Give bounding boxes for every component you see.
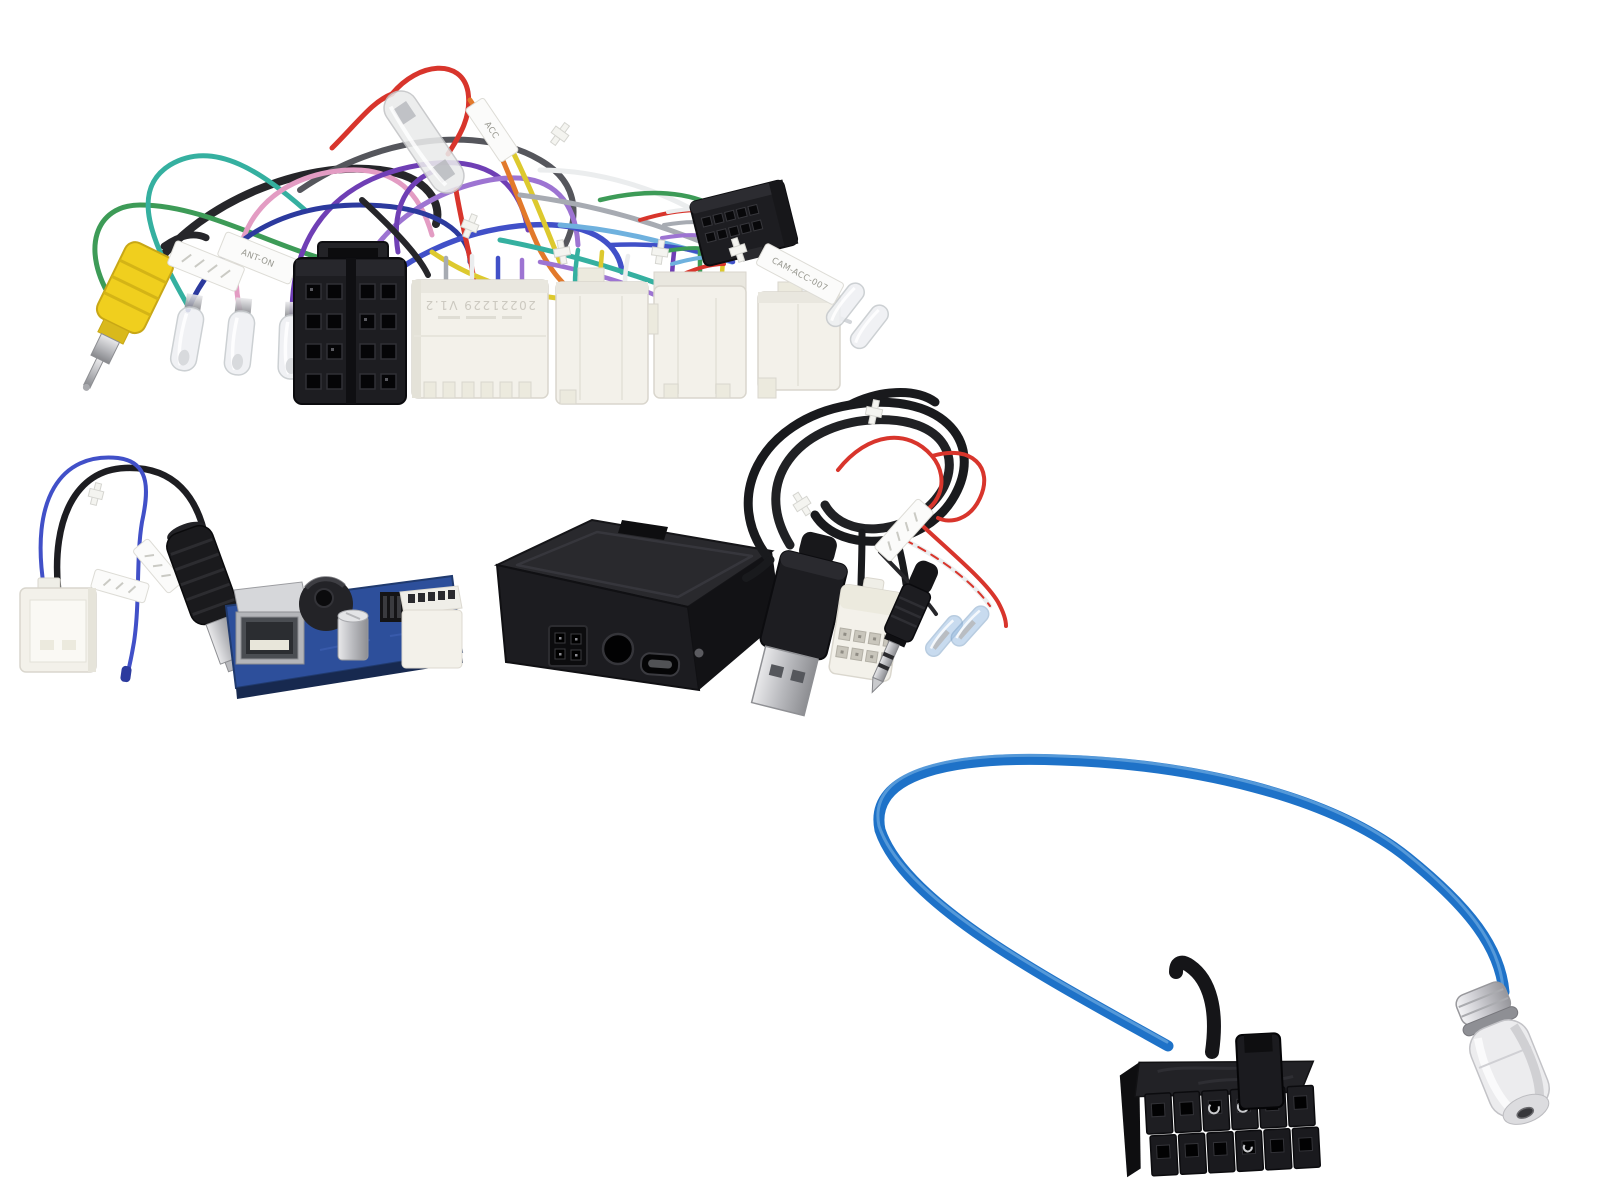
cable-tie bbox=[87, 481, 105, 507]
usb-aux-interface-set bbox=[19, 388, 1008, 717]
crimp-terminal bbox=[223, 297, 256, 376]
cable-tie bbox=[549, 121, 571, 147]
box-side-face bbox=[688, 551, 781, 690]
wire-red-loop bbox=[389, 65, 472, 157]
pcb-output-socket bbox=[399, 585, 463, 669]
wire-white-r bbox=[537, 167, 705, 218]
cable-tie bbox=[864, 399, 884, 425]
iso-connector bbox=[293, 241, 407, 405]
crimp-terminal bbox=[825, 282, 865, 328]
rca-video-plug bbox=[82, 231, 210, 391]
toyota-connector-2 bbox=[555, 267, 649, 405]
adapter-blue-wire bbox=[38, 455, 148, 678]
cable-tie bbox=[460, 213, 480, 239]
cable-tie bbox=[552, 239, 572, 265]
cable-coil bbox=[742, 388, 1008, 628]
box-aux-port bbox=[601, 632, 635, 666]
main-wiring-harness: ACC bbox=[82, 65, 889, 405]
coil-loop bbox=[771, 415, 954, 550]
capacitor bbox=[337, 609, 369, 661]
crimp-terminal bbox=[849, 304, 889, 350]
wire-black-c2 bbox=[359, 197, 431, 278]
version-print-text: 20221229 V1.2 bbox=[424, 298, 536, 312]
din-antenna-socket bbox=[1455, 981, 1550, 1125]
wire-label-blank bbox=[874, 498, 934, 562]
antenna-adapter-connector bbox=[19, 577, 97, 673]
wire-teal-left bbox=[145, 153, 308, 309]
interface-box bbox=[493, 518, 781, 692]
red-lead bbox=[910, 514, 1008, 628]
coil-strand bbox=[845, 388, 940, 410]
wire-gray-r bbox=[517, 192, 715, 249]
usb-a-port bbox=[233, 581, 309, 665]
faint-print-line bbox=[438, 316, 522, 319]
coil-strand bbox=[742, 556, 774, 582]
adapter-black-wire bbox=[53, 464, 210, 592]
toyota-connector-3 bbox=[647, 271, 747, 399]
wire-label-blank bbox=[167, 240, 245, 292]
usb-pcb-module bbox=[224, 574, 464, 699]
inline-fuse-holder bbox=[383, 90, 465, 194]
box-top-slot bbox=[618, 520, 668, 540]
wire-label-blank bbox=[133, 538, 183, 594]
box-led-hole bbox=[694, 648, 704, 658]
cable-tie bbox=[650, 239, 670, 265]
wire-label-blank bbox=[90, 568, 150, 604]
cable-tie bbox=[792, 491, 812, 517]
wire-purple-iso bbox=[393, 169, 435, 255]
blue-cable-highlight bbox=[876, 753, 1505, 1044]
black-stem-cable bbox=[1169, 955, 1221, 1059]
usb-tongue bbox=[250, 640, 289, 650]
coil-red-wire bbox=[930, 450, 987, 523]
cable-tie bbox=[728, 237, 748, 263]
usb-plug bbox=[750, 531, 848, 717]
blue-wire-tip bbox=[120, 665, 132, 683]
wire-drop bbox=[572, 247, 581, 287]
white-red-stripe bbox=[904, 539, 991, 607]
wire-label-acc: ACC bbox=[465, 97, 519, 163]
aux-jack-plug bbox=[871, 560, 939, 694]
wire-red-a bbox=[329, 91, 395, 151]
box-micro-usb-port bbox=[639, 652, 681, 677]
coil-strand bbox=[857, 528, 866, 592]
antenna-adapter-lead bbox=[873, 753, 1550, 1178]
box-4pin-port bbox=[548, 625, 588, 667]
antenna-adapter bbox=[19, 455, 249, 697]
wire-green-loop bbox=[92, 202, 323, 303]
toyota-connector-1: 20221229 V1.2 bbox=[411, 279, 549, 399]
twelve-pin-connector bbox=[1119, 1032, 1322, 1178]
crimp-terminal bbox=[169, 293, 205, 372]
bullet-connector bbox=[950, 605, 990, 647]
blue-antenna-cable bbox=[873, 753, 1510, 1052]
bullet-connector bbox=[924, 614, 964, 658]
